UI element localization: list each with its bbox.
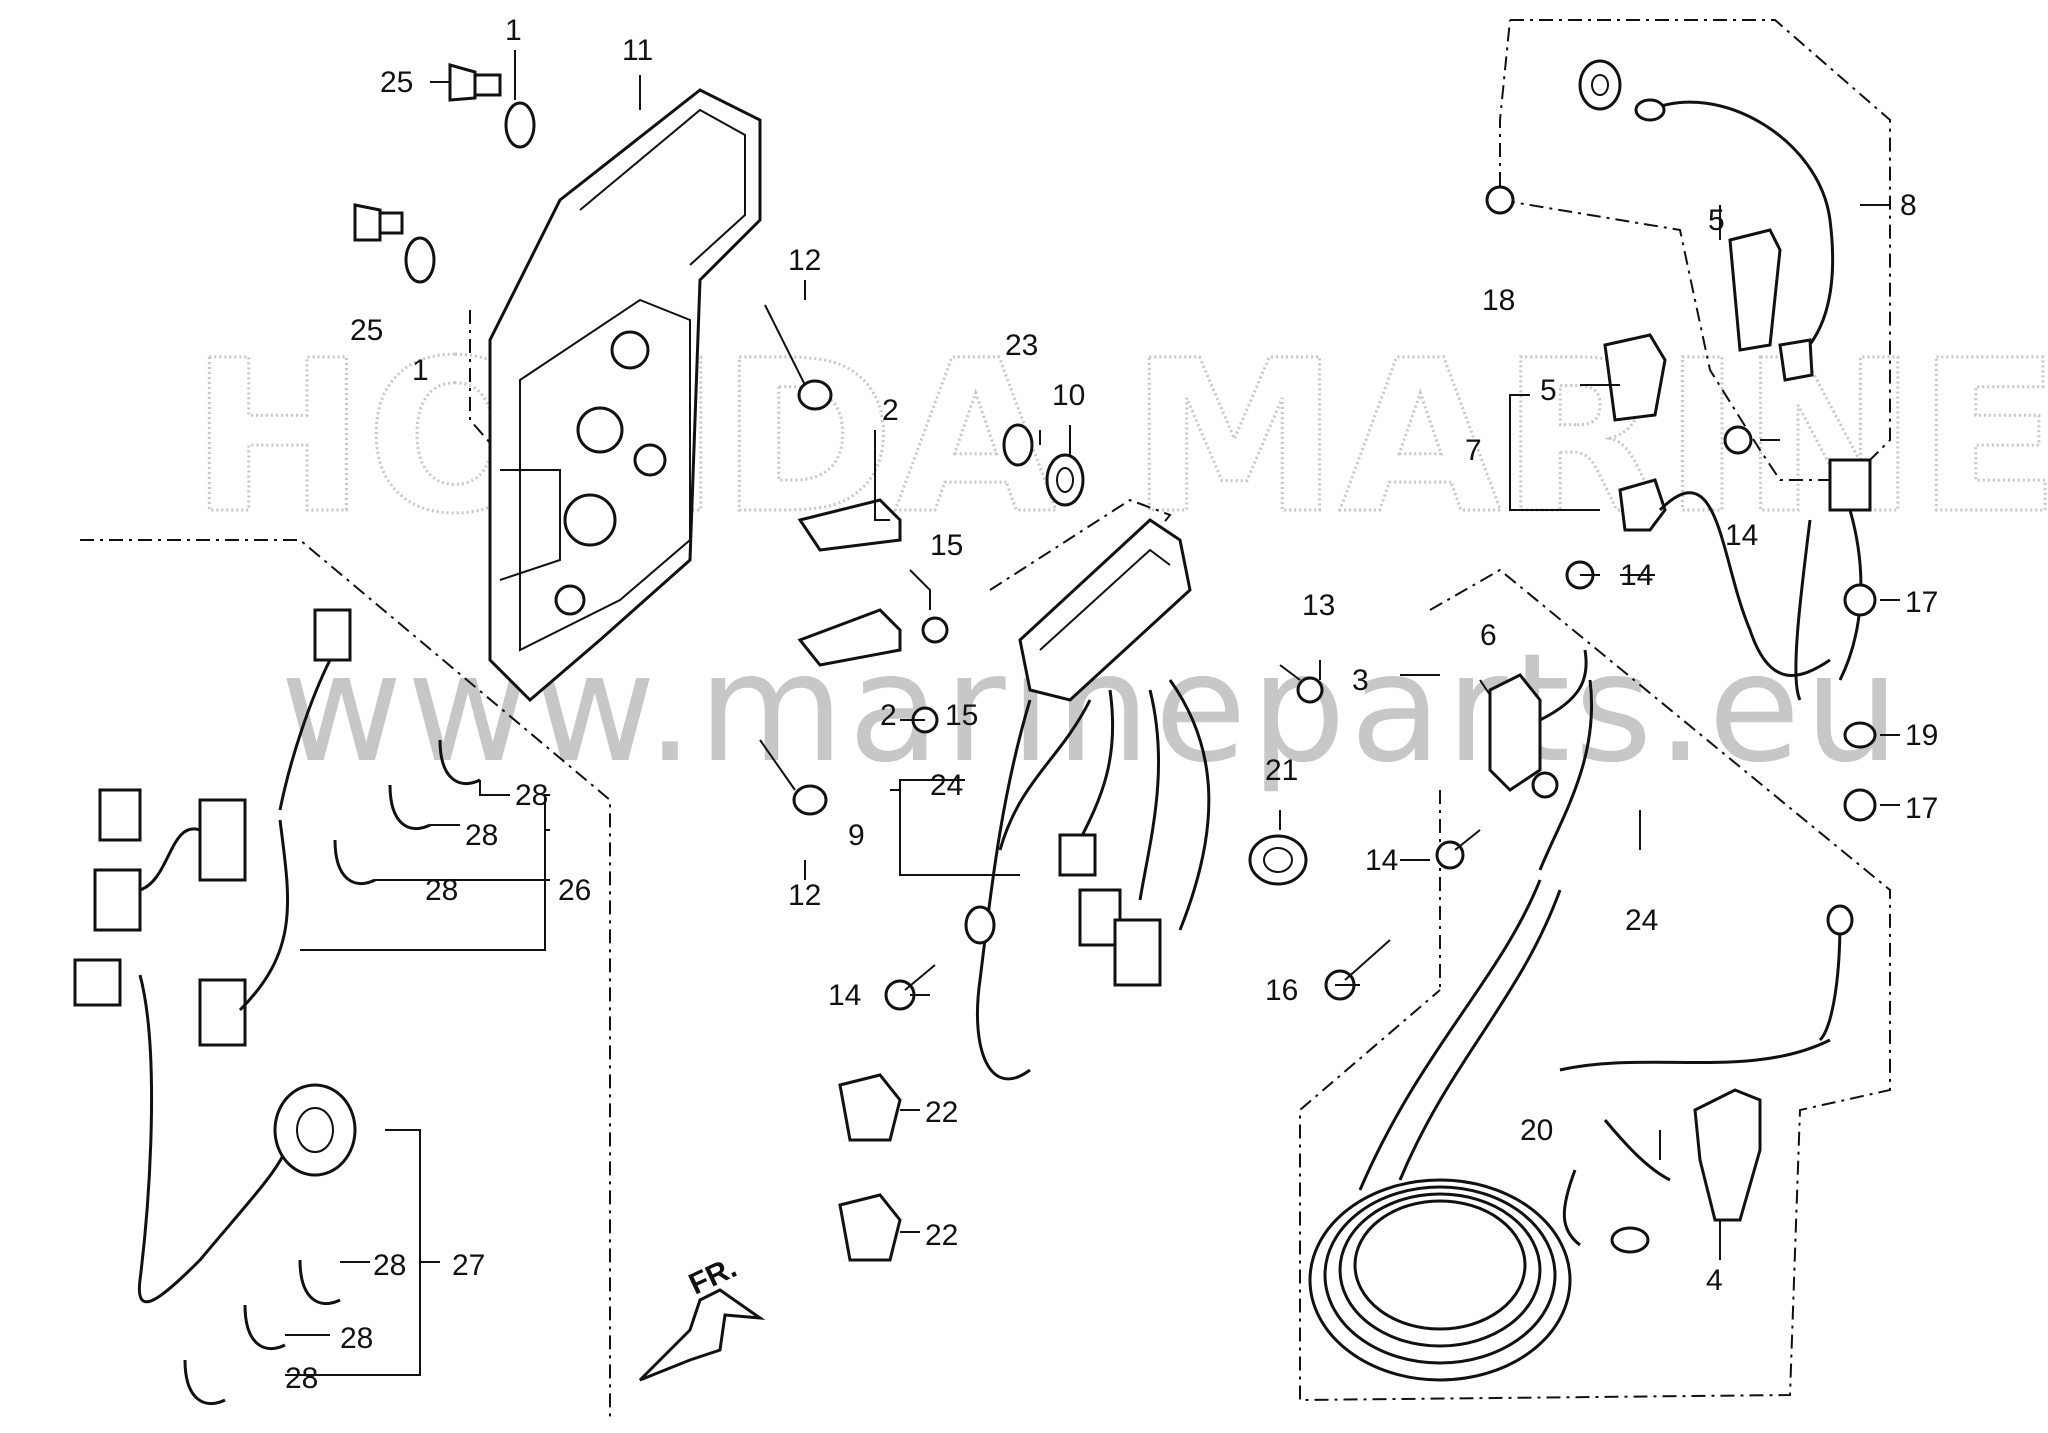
callout-5a: 5	[1708, 204, 1725, 237]
callout-13: 13	[1302, 589, 1335, 622]
front-arrow-label: FR.	[684, 1251, 742, 1301]
clips-22	[838, 1073, 902, 1262]
switch-6	[1488, 649, 1588, 799]
clamp-21	[1248, 834, 1308, 886]
callout-26: 26	[558, 874, 591, 907]
callout-24b: 24	[1625, 904, 1658, 937]
callout-2a: 2	[882, 394, 899, 427]
callout-14d: 14	[1725, 519, 1758, 552]
callout-1b: 1	[412, 354, 429, 387]
callout-12a: 12	[788, 244, 821, 277]
callout-3: 3	[1352, 664, 1369, 697]
callout-9: 9	[848, 819, 865, 852]
callout-25a: 25	[380, 66, 413, 99]
callout-14a: 14	[828, 979, 861, 1012]
callout-6: 6	[1480, 619, 1497, 652]
callout-2b: 2	[880, 699, 897, 732]
callout-28f: 28	[285, 1362, 318, 1395]
callout-21: 21	[1265, 754, 1298, 787]
callout-14c: 14	[1620, 559, 1653, 592]
callout-15b: 15	[945, 699, 978, 732]
callout-17b: 17	[1905, 792, 1938, 825]
callout-28c: 28	[425, 874, 458, 907]
housing-cover	[488, 88, 762, 703]
brackets	[797, 498, 902, 667]
callout-1a: 1	[505, 14, 522, 47]
callout-18: 18	[1482, 284, 1515, 317]
callout-4: 4	[1706, 1264, 1723, 1297]
callout-23: 23	[1005, 329, 1038, 362]
callout-22b: 22	[925, 1219, 958, 1252]
callout-28b: 28	[465, 819, 498, 852]
callout-24a: 24	[930, 769, 963, 802]
watermark-brand: HONDA MARINE	[190, 315, 2048, 560]
bolts-right	[884, 425, 1753, 1011]
wire-harness-left	[73, 608, 357, 1304]
callout-10: 10	[1052, 379, 1085, 412]
callout-14b: 14	[1365, 844, 1398, 877]
callout-27: 27	[452, 1249, 485, 1282]
terminal-cover-4	[1603, 1088, 1762, 1222]
regulator-module	[964, 518, 1211, 1081]
leader-lines	[285, 50, 1900, 1376]
callout-28e: 28	[340, 1322, 373, 1355]
cable-7	[1603, 333, 1872, 701]
callout-11: 11	[622, 34, 653, 67]
callout-7: 7	[1465, 434, 1482, 467]
callout-17a: 17	[1905, 586, 1938, 619]
bolts-left	[353, 63, 536, 284]
callout-16: 16	[1265, 974, 1298, 1007]
callout-labels: 1 1 2 2 3 4 5 5 6 7 8 9 10 11 12 12 13 1…	[285, 14, 1938, 1395]
screws-center	[759, 304, 949, 816]
callout-20: 20	[1520, 1114, 1553, 1147]
callout-25b: 25	[350, 314, 383, 347]
grommets-top	[1002, 423, 1085, 507]
cable-assembly-8	[1485, 59, 1835, 382]
callout-5b: 5	[1540, 374, 1557, 407]
nuts-right	[1843, 583, 1877, 822]
callout-28a: 28	[515, 779, 548, 812]
callout-28d: 28	[373, 1249, 406, 1282]
screw-13	[1279, 664, 1324, 704]
callout-12b: 12	[788, 879, 821, 912]
clips-28	[183, 739, 481, 1406]
callout-19: 19	[1905, 719, 1938, 752]
callout-15a: 15	[930, 529, 963, 562]
front-direction-arrow: FR.	[638, 1251, 766, 1382]
battery-cable-coil	[1308, 679, 1854, 1382]
callout-8: 8	[1900, 189, 1917, 222]
callout-22a: 22	[925, 1096, 958, 1129]
